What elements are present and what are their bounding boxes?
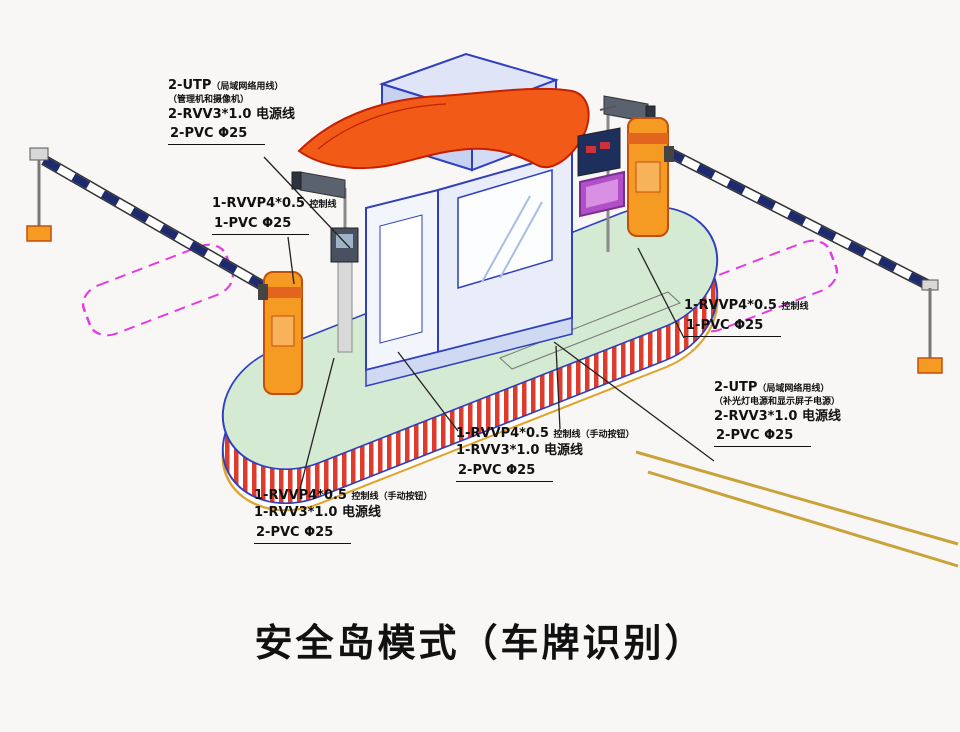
control-cable-label: 1-RVVP4*0.5 (684, 298, 777, 313)
control-cable-label: 1-RVVP4*0.5 (456, 426, 549, 441)
power-cable-label: 2-RVV3*1.0 电源线 (714, 408, 841, 424)
camera-left-icon (299, 171, 346, 199)
conduit-label: 1-PVC Φ25 (212, 216, 310, 235)
power-cable-label: 1-RVV3*1.0 电源线 (456, 442, 583, 458)
booth-base (365, 317, 573, 387)
callout-right-mid: 1-RVVP4*0.5 控制线 1-PVC Φ25 (684, 298, 809, 337)
leader-lines (263, 156, 715, 490)
camera-pole-center (291, 171, 359, 353)
conduit-label: 2-PVC Φ25 (714, 428, 812, 448)
callout-left: 1-RVVP4*0.5 控制线 1-PVC Φ25 (212, 196, 337, 235)
road-lines (635, 450, 959, 568)
cable-note: 控制线 (309, 200, 337, 210)
cable-trench (499, 291, 681, 370)
display-screen (577, 127, 621, 177)
conduit-label: 1-PVC Φ25 (684, 318, 782, 337)
barrier-gate-right (627, 117, 943, 374)
diagram-title: 安全岛模式（车牌识别） (254, 621, 706, 665)
cable-note: （管理机和摄像机） (168, 94, 250, 105)
cable-note: 控制线（手动按钮） (553, 430, 635, 440)
callout-center: 1-RVVP4*0.5 控制线（手动按钮） 1-RVV3*1.0 电源线 2-P… (456, 426, 635, 482)
cable-label: 2-UTP (714, 380, 758, 395)
callout-right: 2-UTP（局域网络用线） （补光灯电源和显示屏子电源） 2-RVV3*1.0 … (714, 380, 841, 448)
camera-pole-right (577, 95, 656, 252)
conduit-label: 2-PVC Φ25 (456, 463, 554, 482)
conduit-label: 2-PVC Φ25 (168, 126, 266, 146)
cable-note: （局域网络用线） (757, 384, 830, 394)
control-cable-label: 1-RVVP4*0.5 (212, 196, 305, 211)
callout-top-left: 2-UTP（局域网络用线） （管理机和摄像机） 2-RVV3*1.0 电源线 2… (168, 78, 295, 146)
cable-note: 控制线 (781, 302, 809, 312)
callout-bottom-left: 1-RVVP4*0.5 控制线（手动按钮） 1-RVV3*1.0 电源线 2-P… (254, 488, 433, 544)
barrier-gate-left (26, 147, 303, 395)
control-cable-label: 1-RVVP4*0.5 (254, 488, 347, 503)
cable-note: （补光灯电源和显示屏子电源） (714, 396, 841, 407)
power-cable-label: 1-RVV3*1.0 电源线 (254, 504, 381, 520)
booth-door (379, 214, 423, 344)
cable-label: 2-UTP (168, 78, 212, 93)
conduit-label: 2-PVC Φ25 (254, 525, 352, 544)
power-cable-label: 2-RVV3*1.0 电源线 (168, 106, 295, 122)
barrier-arm-rest-left (29, 147, 49, 161)
cable-note: 控制线（手动按钮） (351, 492, 433, 502)
guard-booth (297, 52, 590, 387)
cable-note: （局域网络用线） (211, 82, 284, 92)
booth-canopy (297, 87, 590, 170)
